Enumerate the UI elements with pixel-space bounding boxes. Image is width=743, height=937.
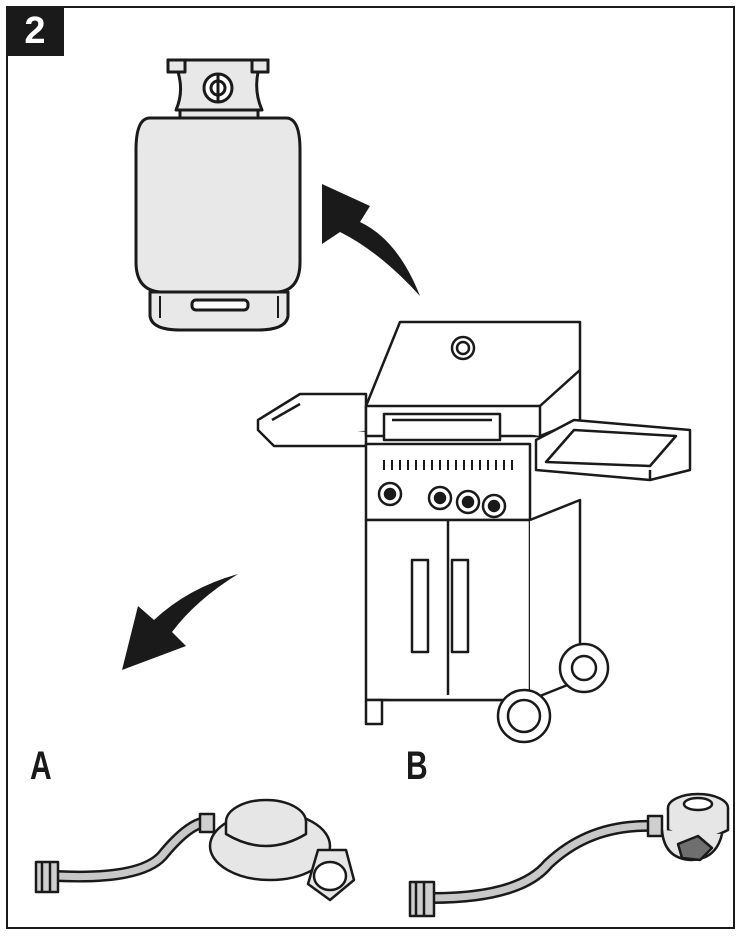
- step-number-badge: 2: [6, 6, 64, 56]
- gas-cylinder-icon: [134, 58, 302, 332]
- clip-on-regulator-hose: [408, 792, 730, 918]
- arrow-down-left-icon: [122, 574, 238, 670]
- gas-grill-icon: [256, 320, 692, 744]
- arrow-up-left-icon: [322, 184, 420, 296]
- low-pressure-regulator-hose: [34, 798, 356, 902]
- option-a-label: A: [30, 744, 52, 788]
- diagram-frame: [6, 6, 735, 929]
- option-b-label: B: [406, 744, 428, 788]
